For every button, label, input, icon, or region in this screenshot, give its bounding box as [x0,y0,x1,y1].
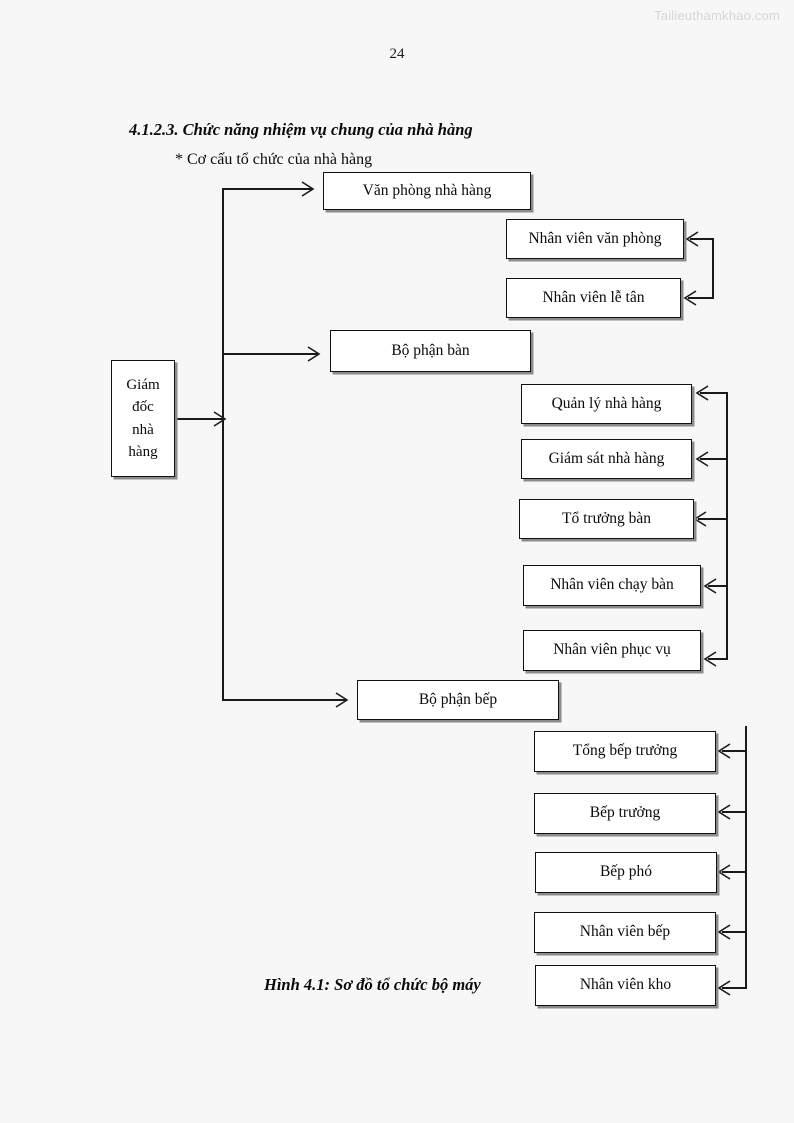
connector-bus-ban-to-chayban [708,585,728,587]
node-bep-truong: Bếp trưởng [534,793,716,834]
arrowhead-quan-ly-nha-hang [695,385,709,401]
node-label: Tổng bếp trưởng [572,742,678,760]
connector-bus-bep-to-beptruong [722,811,747,813]
node-nhan-vien-kho: Nhân viên kho [535,965,716,1006]
node-nhan-vien-phuc-vu: Nhân viên phục vụ [523,630,701,671]
node-label-line: hàng [128,444,158,460]
node-label: Nhân viên bếp [579,923,671,941]
node-label: Nhân viên lễ tân [542,288,645,306]
page-number: 24 [389,46,405,62]
connector-bus-ban-to-totruong [698,518,728,520]
arrowhead-nhan-vien-chay-ban [703,578,717,594]
connector-bus-bep-to-beppho [722,871,747,873]
node-label: Nhân viên phục vụ [553,641,671,659]
arrowhead-nhan-vien-van-phong [685,231,699,247]
node-label-line: nhà [132,421,154,438]
arrowhead-root [213,411,227,427]
node-label: Bếp trưởng [589,804,661,822]
arrowhead-nhan-vien-le-tan [683,290,697,306]
node-tong-bep-truong: Tổng bếp trưởng [534,731,716,772]
node-label-line: Giám [126,376,160,393]
watermark-text: Tailieuthamkhao.com [654,8,780,23]
arrowhead-van-phong [301,181,315,197]
connector-root-to-trunk [175,418,225,420]
section-subheading: * Cơ cấu tổ chức của nhà hàng [175,151,373,168]
node-label: Nhân viên kho [579,976,672,994]
node-nhan-vien-bep: Nhân viên bếp [534,912,716,953]
connector-bus-bep-to-nvkho [722,987,747,989]
connector-bus-bo-phan-ban [726,392,728,660]
node-to-truong-ban: Tổ trưởng bàn [519,499,694,539]
node-nhan-vien-chay-ban: Nhân viên chạy bàn [523,565,701,606]
node-bo-phan-bep: Bộ phận bếp [357,680,559,720]
connector-main-trunk [222,188,224,700]
connector-bus-van-phong-to-letan [688,297,714,299]
node-label: Nhân viên văn phòng [528,229,662,247]
arrowhead-nhan-vien-bep [717,924,731,940]
arrowhead-bo-phan-ban [307,346,321,362]
node-label: Văn phòng nhà hàng [362,181,492,199]
connector-branch-bo-phan-ban [222,353,318,355]
node-label-line: đốc [132,399,154,415]
section-heading: 4.1.2.3. Chức năng nhiệm vụ chung của nh… [129,120,473,139]
node-label: Nhân viên chạy bàn [550,576,674,594]
node-bep-pho: Bếp phó [535,852,717,893]
arrowhead-giam-sat-nha-hang [695,451,709,467]
connector-bus-ban-to-quanly [700,392,728,394]
connector-bus-bo-phan-bep [745,726,747,988]
connector-bus-van-phong-to-nv [690,238,714,240]
connector-bus-van-phong [712,238,714,298]
arrowhead-tong-bep-truong [717,743,731,759]
node-nhan-vien-le-tan: Nhân viên lễ tân [506,278,681,318]
node-label: Bếp phó [599,863,653,881]
node-giam-doc-nha-hang: Giám đốc nhà hàng [111,360,175,477]
node-label: Bộ phận bếp [418,690,498,708]
node-giam-sat-nha-hang: Giám sát nhà hàng [521,439,692,479]
arrowhead-nhan-vien-phuc-vu [703,651,717,667]
arrowhead-bep-truong [717,804,731,820]
connector-branch-bo-phan-bep [222,699,346,701]
node-label: Bộ phận bàn [391,341,470,359]
figure-caption: Hình 4.1: Sơ đồ tổ chức bộ máy [264,975,481,994]
node-label: Giám sát nhà hàng [548,449,665,467]
connector-bus-bep-to-nvbep [722,931,747,933]
node-quan-ly-nha-hang: Quản lý nhà hàng [521,384,692,424]
connector-bus-ban-to-phucvu [708,658,728,660]
node-nhan-vien-van-phong: Nhân viên văn phòng [506,219,684,259]
arrowhead-bo-phan-bep [335,692,349,708]
arrowhead-to-truong-ban [693,511,707,527]
node-van-phong-nha-hang: Văn phòng nhà hàng [323,172,531,210]
arrowhead-bep-pho [717,864,731,880]
connector-bus-bep-to-tongbep [722,750,747,752]
node-label: Quản lý nhà hàng [551,394,662,412]
connector-bus-ban-to-giamsat [700,458,728,460]
arrowhead-nhan-vien-kho [717,980,731,996]
connector-branch-van-phong [222,188,312,190]
node-bo-phan-ban: Bộ phận bàn [330,330,531,372]
node-label: Tổ trưởng bàn [562,509,651,527]
